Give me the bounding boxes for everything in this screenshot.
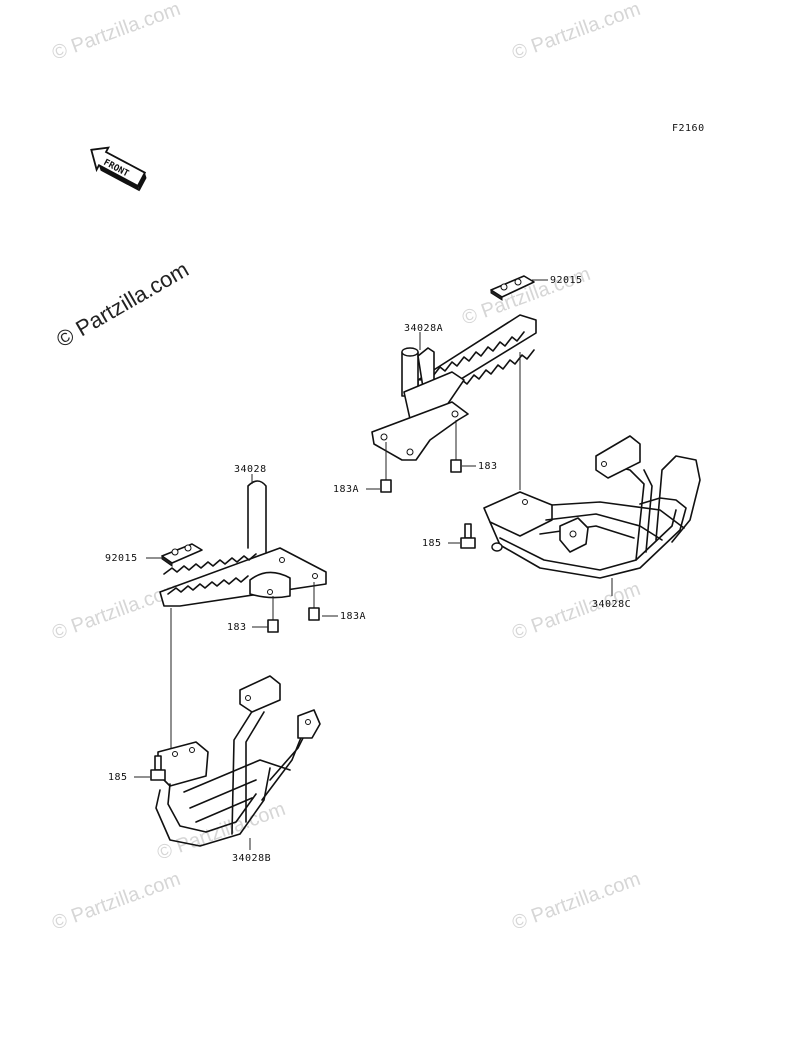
- label-34028A: 34028A: [404, 323, 443, 334]
- bolt-185-right-icon: [460, 523, 476, 549]
- watermark-low-left: © Partzilla.com: [49, 868, 183, 935]
- footrest-frame-34028C-icon: [483, 435, 701, 579]
- watermark-top-left: © Partzilla.com: [49, 0, 183, 65]
- rubber-pad-left-icon: [161, 543, 203, 567]
- label-185-right: 185: [422, 538, 442, 549]
- footpeg-bar-34028A-icon: [371, 314, 537, 461]
- label-92015-left: 92015: [105, 553, 138, 564]
- label-34028: 34028: [234, 464, 267, 475]
- footrest-frame-34028B-icon: [155, 675, 321, 847]
- right-footrest-assembly: [371, 275, 701, 596]
- label-183A-left-top: 183A: [333, 484, 359, 495]
- watermark-mid-left: © Partzilla.com: [49, 578, 183, 645]
- bolt-183A-left-icon: [308, 582, 320, 621]
- label-34028B: 34028B: [232, 853, 271, 864]
- watermark-group: © Partzilla.com © Partzilla.com © Partzi…: [49, 0, 643, 935]
- figure-code: F2160: [672, 123, 705, 134]
- footpeg-bar-34028-icon: [159, 480, 327, 607]
- watermark-top-right: © Partzilla.com: [509, 0, 643, 65]
- bolt-183-left-icon: [267, 596, 279, 633]
- front-arrow-icon: FRONT: [90, 146, 147, 192]
- label-34028C: 34028C: [592, 599, 631, 610]
- bolt-183-right-icon: [450, 420, 462, 473]
- label-185-left: 185: [108, 772, 128, 783]
- label-183-left: 183: [227, 622, 247, 633]
- callouts: 92015 34028A 183 183A 185 34028C 34028 9…: [105, 275, 631, 864]
- bolt-185-left-icon: [150, 755, 166, 781]
- left-footrest-assembly: [150, 480, 327, 850]
- watermark-mid-right2: © Partzilla.com: [509, 578, 643, 645]
- watermark-main: © Partzilla.com: [52, 257, 193, 353]
- rubber-pad-icon: [490, 275, 535, 301]
- label-183-right: 183: [478, 461, 498, 472]
- label-92015-top: 92015: [550, 275, 583, 286]
- label-183A-right: 183A: [340, 611, 366, 622]
- watermark-low-right: © Partzilla.com: [509, 868, 643, 935]
- bolt-183A-right-icon: [380, 442, 392, 493]
